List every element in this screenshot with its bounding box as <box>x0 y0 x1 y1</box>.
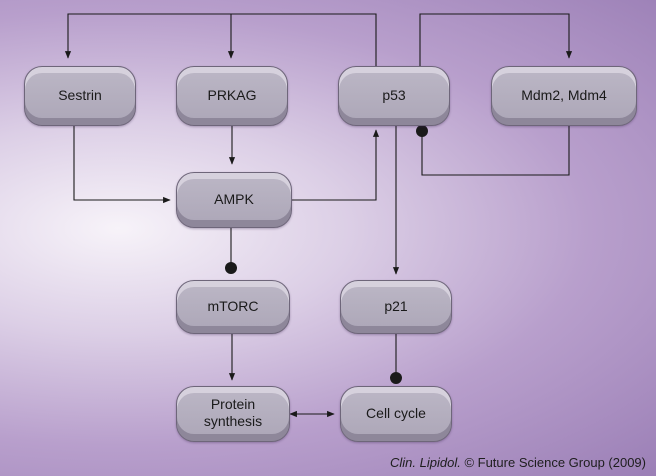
caption-copyright: © Future Science Group (2009) <box>460 455 646 470</box>
node-cell-cycle-label: Cell cycle <box>366 404 426 421</box>
node-ampk-label: AMPK <box>214 190 254 207</box>
inhibition-dot-cellcycle <box>390 372 402 384</box>
inhibition-dot-mtorc <box>225 262 237 274</box>
node-mdm: Mdm2, Mdm4 <box>491 66 637 126</box>
node-protein-synthesis: Protein synthesis <box>176 386 290 442</box>
node-p53-label: p53 <box>382 86 406 103</box>
edge-sestrin-to-ampk <box>73 126 171 204</box>
node-sestrin-label: Sestrin <box>58 86 102 103</box>
node-prkag-label: PRKAG <box>207 86 257 103</box>
node-cell-cycle: Cell cycle <box>340 386 452 442</box>
edge-mdm-inhibits-p53 <box>421 126 570 176</box>
node-mtorc: mTORC <box>176 280 290 334</box>
node-p21-label: p21 <box>384 297 408 314</box>
node-p53: p53 <box>338 66 450 126</box>
node-ampk: AMPK <box>176 172 292 228</box>
node-prkag: PRKAG <box>176 66 288 126</box>
inhibition-dot-p53 <box>416 125 428 137</box>
edge-ampk-to-p53 <box>292 129 380 201</box>
node-mdm-label: Mdm2, Mdm4 <box>521 86 607 103</box>
node-sestrin: Sestrin <box>24 66 136 126</box>
node-p21: p21 <box>340 280 452 334</box>
figure-caption: Clin. Lipidol. © Future Science Group (2… <box>390 455 646 470</box>
node-protein-synthesis-label: Protein synthesis <box>203 396 263 429</box>
caption-journal: Clin. Lipidol. <box>390 455 461 470</box>
edge-p53-to-mdm <box>419 13 573 66</box>
node-mtorc-label: mTORC <box>207 297 259 314</box>
edge-p53-to-sestrin <box>64 13 377 66</box>
